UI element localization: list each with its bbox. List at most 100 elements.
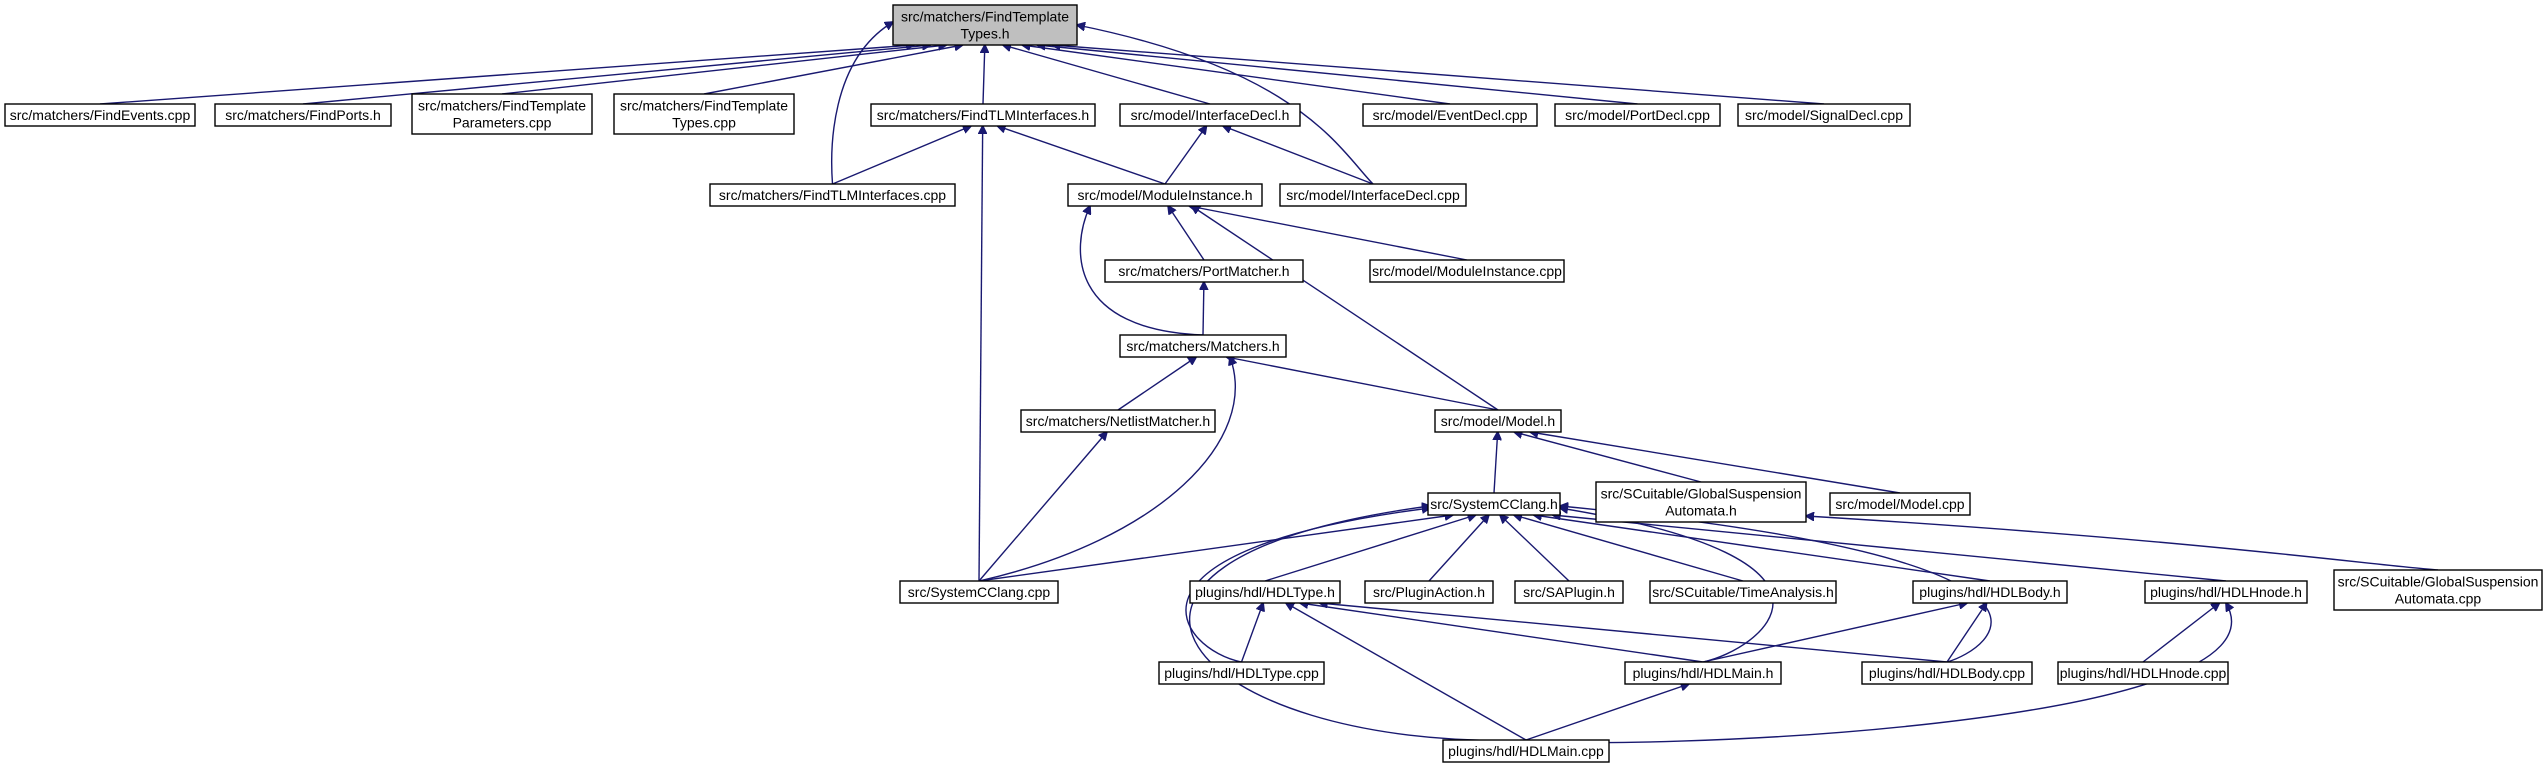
file-node-hdltypecpp[interactable]: plugins/hdl/HDLType.cpp [1158,661,1325,685]
file-node-label: src/SCuitable/GlobalSuspension [2338,574,2539,590]
file-node-interfacedeclh[interactable]: src/model/InterfaceDecl.h [1119,103,1301,127]
edge-moduleinstanceh-matchersh [1079,206,1204,336]
edge-root-signaldecl [1052,45,1825,105]
file-node-box [1362,103,1538,127]
file-node-box [1434,409,1562,433]
file-node-label: src/matchers/FindTemplate [418,98,586,114]
file-node-box [1158,661,1325,685]
file-node-box [1514,580,1624,604]
edge-systemcclangh-hdlbodyh [1534,515,1991,582]
file-node-label: plugins/hdl/HDLHnode.cpp [2060,665,2227,681]
file-node-timeanalysis[interactable]: src/SCuitable/TimeAnalysis.h [1649,580,1837,604]
file-node-hdlhnodeh[interactable]: plugins/hdl/HDLHnode.h [2144,580,2308,604]
edge-root-findtplparams [501,45,946,95]
edge-hdltypeh-hdlmaincpp [1286,603,1527,741]
file-node-modelcpp[interactable]: src/model/Model.cpp [1829,492,1971,516]
file-node-systemcclangcpp[interactable]: src/SystemCClang.cpp [899,580,1059,604]
edge-modelh-gsah [1514,432,1702,483]
file-node-netlistmatcher[interactable]: src/matchers/NetlistMatcher.h [1020,409,1216,433]
file-node-findtlmcpp[interactable]: src/matchers/FindTLMInterfaces.cpp [709,183,956,207]
file-node-hdlmainh[interactable]: plugins/hdl/HDLMain.h [1624,661,1782,685]
file-node-findtlmh[interactable]: src/matchers/FindTLMInterfaces.h [870,103,1096,127]
file-node-label: src/model/InterfaceDecl.h [1131,107,1290,123]
file-node-label: src/matchers/FindTLMInterfaces.cpp [719,187,946,203]
edge-modelh-systemcclangh [1494,432,1498,494]
file-node-label: src/matchers/FindTemplate [620,98,788,114]
file-node-hdlmaincpp[interactable]: plugins/hdl/HDLMain.cpp [1442,739,1610,763]
file-node-box [1554,103,1721,127]
file-node-box [1912,580,2068,604]
edge-findtlmh-systemcclangcpp [979,126,983,582]
file-node-label: Automata.h [1665,503,1737,519]
edge-hdlmainh-hdlmaincpp [1525,684,1689,741]
file-node-label: src/matchers/FindTemplate [901,9,1069,25]
edge-portmatcher-matchersh [1203,282,1204,336]
file-node-label: src/model/EventDecl.cpp [1373,107,1528,123]
file-node-box [1279,183,1467,207]
file-node-label: src/model/Model.h [1441,413,1555,429]
file-node-box [1861,661,2033,685]
edge-hdlbodyh-hdlmainh [1702,603,1967,663]
file-node-box [2144,580,2308,604]
file-node-box [709,183,956,207]
file-node-label: plugins/hdl/HDLMain.cpp [1448,743,1604,759]
edge-systemcclangh-saplugin [1500,515,1570,582]
file-node-matchersh[interactable]: src/matchers/Matchers.h [1119,334,1287,358]
file-node-label: src/model/ModuleInstance.h [1077,187,1252,203]
edge-systemcclangh-pluginaction [1428,515,1489,582]
file-node-label: src/SCuitable/TimeAnalysis.h [1652,584,1834,600]
file-node-gsacpp[interactable]: src/SCuitable/GlobalSuspensionAutomata.c… [2333,569,2543,611]
file-node-findports[interactable]: src/matchers/FindPorts.h [214,103,392,127]
file-node-label: plugins/hdl/HDLHnode.h [2150,584,2302,600]
edge-root-interfacedeclh [1003,45,1211,105]
file-node-saplugin[interactable]: src/SAPlugin.h [1514,580,1624,604]
edge-root-findevents [99,45,914,105]
edge-interfacedeclh-moduleinstanceh [1164,126,1206,185]
file-node-box [2333,569,2543,611]
file-node-box [613,93,795,135]
edge-root-portdecl [1037,45,1638,105]
file-node-moduleinstanceh[interactable]: src/model/ModuleInstance.h [1067,183,1263,207]
file-node-label: src/SAPlugin.h [1523,584,1615,600]
file-node-label: plugins/hdl/HDLBody.cpp [1869,665,2025,681]
file-node-box [1829,492,1971,516]
edge-interfacedeclh-interfacedeclcpp [1223,126,1374,185]
file-node-label: Types.h [960,26,1009,42]
file-node-hdlbodycpp[interactable]: plugins/hdl/HDLBody.cpp [1861,661,2033,685]
edge-systemcclangh-systemcclangcpp [978,515,1453,582]
file-node-box [1189,580,1341,604]
file-node-modelh[interactable]: src/model/Model.h [1434,409,1562,433]
file-node-hdltypeh[interactable]: plugins/hdl/HDLType.h [1189,580,1341,604]
file-node-label: src/matchers/FindPorts.h [225,107,381,123]
file-node-signaldecl[interactable]: src/model/SignalDecl.cpp [1737,103,1911,127]
file-node-label: src/model/ModuleInstance.cpp [1372,263,1562,279]
file-node-interfacedeclcpp[interactable]: src/model/InterfaceDecl.cpp [1279,183,1467,207]
edge-hdltypeh-hdltypecpp [1240,603,1264,663]
file-node-label: plugins/hdl/HDLType.h [1195,584,1335,600]
file-node-label: src/matchers/FindTLMInterfaces.h [877,107,1089,123]
edge-root-findtlmcpp [831,22,893,185]
file-node-systemcclangh[interactable]: src/SystemCClang.h [1427,492,1561,516]
file-node-label: src/model/Model.cpp [1835,496,1964,512]
file-node-portdecl[interactable]: src/model/PortDecl.cpp [1554,103,1721,127]
file-node-hdlhnodecpp[interactable]: plugins/hdl/HDLHnode.cpp [2057,661,2229,685]
file-node-label: src/matchers/NetlistMatcher.h [1026,413,1210,429]
file-node-eventdecl[interactable]: src/model/EventDecl.cpp [1362,103,1538,127]
file-node-box [1649,580,1837,604]
edge-systemcclangh-hdltypeh [1264,515,1476,582]
file-node-box [1369,259,1565,283]
file-node-box [1067,183,1263,207]
file-node-hdlbodyh[interactable]: plugins/hdl/HDLBody.h [1912,580,2068,604]
file-node-label: plugins/hdl/HDLType.cpp [1164,665,1319,681]
file-node-pluginaction[interactable]: src/PluginAction.h [1364,580,1494,604]
file-node-portmatcher[interactable]: src/matchers/PortMatcher.h [1104,259,1304,283]
edge-hdltypeh-hdlbodycpp [1320,603,1948,663]
edge-moduleinstanceh-modelh [1192,206,1499,411]
file-node-moduleinstancecpp[interactable]: src/model/ModuleInstance.cpp [1369,259,1565,283]
file-node-findevents[interactable]: src/matchers/FindEvents.cpp [4,103,196,127]
edge-matchersh-systemcclangcpp [978,357,1235,582]
